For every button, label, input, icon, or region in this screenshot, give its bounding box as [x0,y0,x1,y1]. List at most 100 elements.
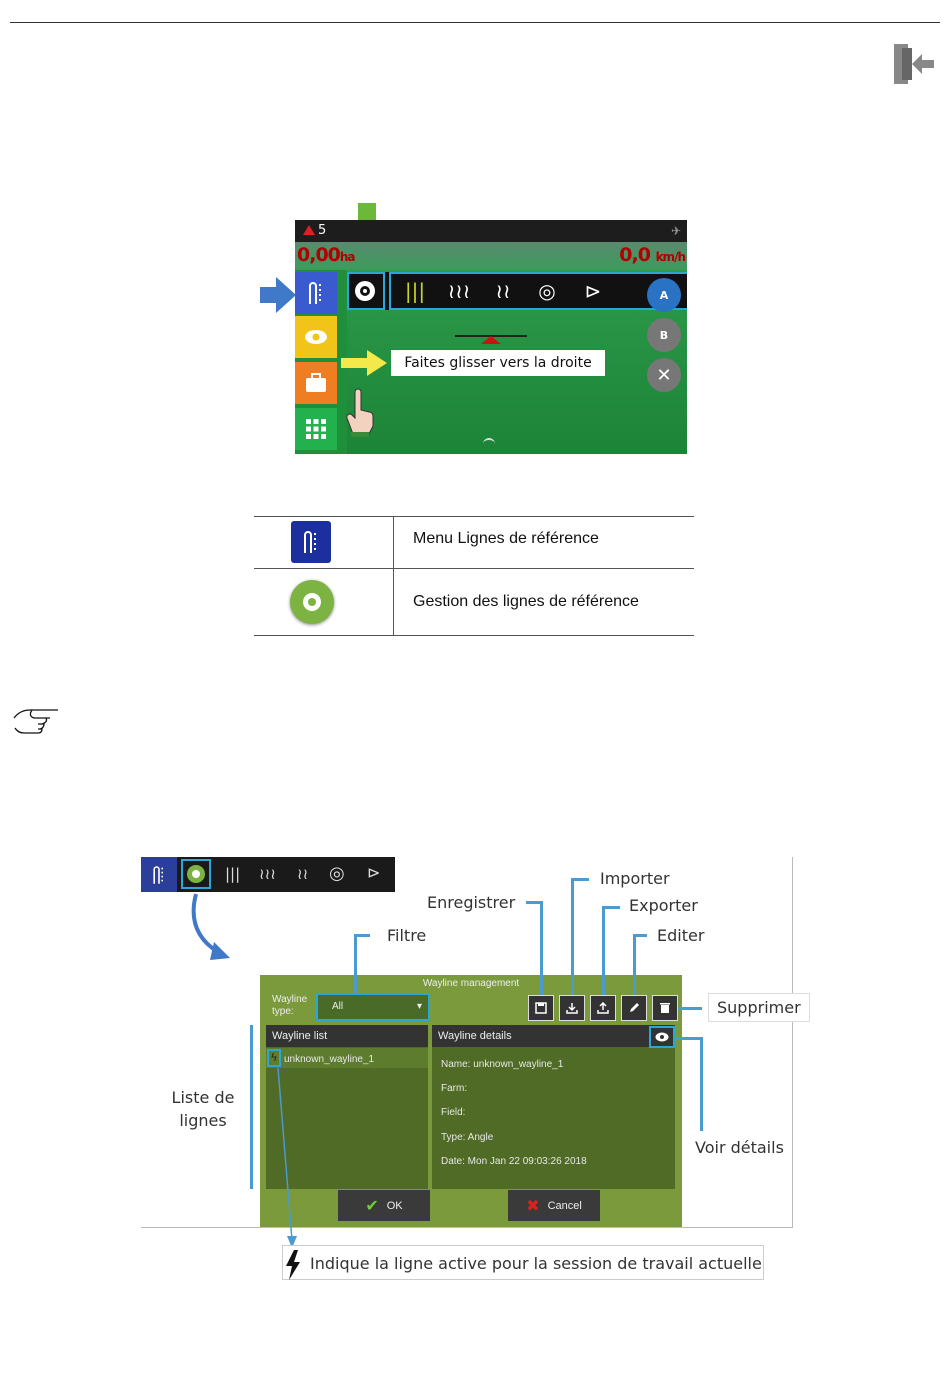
wayline-management-dialog: Wayline management Wayline type: All▾ Wa… [260,975,682,1227]
active-line-legend [282,1245,764,1280]
wayline-list-header: Wayline list [266,1025,428,1047]
guidance-screen: 5 ✈ 0,00ha 0,0 km/h ||| ≀≀≀ ≀≀ ◎ ⊳ A B ✕… [295,220,687,454]
grid-icon [306,419,326,439]
filter-label: Wayline type: [272,994,308,1017]
active-line-icon: ϟ [267,1049,281,1067]
export-icon [597,1002,609,1014]
table-top-rule [254,516,694,517]
vehicle-marker [455,335,527,344]
angle-line-icon[interactable]: ⊳ [584,279,602,303]
curved-lines-icon[interactable]: ≀≀≀ [447,279,471,303]
dialog-title: Wayline management [422,978,520,989]
angle-line-icon[interactable]: ⊳ [367,863,381,882]
circle-pivot-icon[interactable]: ◎ [538,279,556,303]
gear-icon [355,281,375,301]
swipe-hand-icon [346,388,374,437]
delete-button[interactable] [652,995,678,1021]
yellow-right-arrow [341,350,387,376]
filtre-leader-cap [354,934,370,937]
importer-leader-cap [571,878,589,881]
line-types-highlight-box [389,272,687,310]
adaptive-curve-icon[interactable]: ≀≀ [495,279,511,303]
set-point-a-button[interactable]: A [647,278,681,312]
pencil-icon [630,1003,639,1012]
speed-readout: 0,0 km/h [619,244,686,266]
reference-line-toolbar-small: ||| ≀≀≀ ≀≀ ◎ ⊳ [141,857,395,892]
save-icon [535,1002,547,1014]
wayline-management-button[interactable] [347,272,383,310]
callout-editer: Editer [657,926,705,945]
sky-strip [295,242,687,270]
straight-lines-icon[interactable]: ||| [225,865,241,883]
active-line-pointer [277,1068,297,1248]
detail-date: Date: Mon Jan 22 09:03:26 2018 [441,1156,587,1167]
export-button[interactable] [590,995,616,1021]
lightning-bolt-icon [286,1250,300,1280]
close-icon[interactable]: ✕ [647,358,681,392]
exporter-leader [602,906,605,995]
curved-arrow [191,893,230,960]
blue-right-arrow [260,277,296,313]
circle-pivot-icon[interactable]: ◎ [329,863,345,884]
pointing-hand-icon [13,709,58,734]
reference-line-toolbar: ||| ≀≀≀ ≀≀ ◎ ⊳ [347,272,687,310]
view-details-button[interactable] [649,1026,675,1048]
callout-exporter: Exporter [629,896,698,915]
reference-lines-menu-icon [291,521,331,563]
editer-leader-cap [633,934,647,937]
list-item[interactable] [266,1048,428,1068]
area-readout: 0,00ha [297,244,356,266]
callout-filtre: Filtre [387,926,427,945]
gear-icon [290,580,334,624]
ok-button[interactable]: ✔OK [338,1190,430,1221]
active-line-text: Indique la ligne active pour la session … [310,1254,762,1273]
detail-field: Field: [441,1107,466,1118]
adaptive-curve-icon[interactable]: ≀≀ [297,865,309,883]
view-menu-button[interactable] [295,316,337,358]
slide-hint: Faites glisser vers la droite [391,350,605,376]
editer-leader [633,934,636,995]
exit-icon[interactable] [892,40,936,88]
enregistrer-leader [540,901,543,995]
callout-supprimer: Supprimer [708,993,810,1022]
set-point-b-button[interactable]: B [647,318,681,352]
table-col-rule [393,517,394,635]
wayline-type-select[interactable]: All▾ [316,993,430,1021]
reference-lines-menu-icon[interactable] [141,857,177,892]
import-button[interactable] [559,995,585,1021]
enregistrer-leader-cap [526,901,543,904]
edit-button[interactable] [621,995,647,1021]
straight-lines-icon[interactable]: ||| [404,279,426,303]
wayline-details-header: Wayline details [432,1025,675,1047]
chevron-down-icon: ▾ [416,1001,422,1012]
detail-type: Type: Angle [441,1132,494,1143]
diagram-right-rule [792,857,793,1227]
check-icon: ✔ [365,1197,379,1215]
detail-farm: Farm: [441,1083,468,1094]
filtre-leader [354,934,357,994]
save-button[interactable] [528,995,554,1021]
apps-menu-button[interactable] [295,408,337,450]
callout-voir: Voir détails [695,1138,784,1157]
eye-icon [305,330,327,344]
trash-icon [660,1003,670,1013]
tools-menu-button[interactable] [295,362,337,404]
callout-liste: Liste de lignes [171,1088,235,1130]
drawer-handle[interactable] [483,438,495,444]
exporter-leader-cap [602,906,620,909]
table-bottom-rule [254,635,694,636]
callout-importer: Importer [600,869,670,888]
warning-badge[interactable]: 5 [303,223,326,238]
cancel-button[interactable]: ✖Cancel [508,1190,600,1221]
curved-lines-icon[interactable]: ≀≀≀ [259,865,276,883]
wayline-management-button[interactable] [181,859,211,889]
page-top-rule [10,22,940,23]
toolbox-icon [306,373,326,392]
voir-leader-cap [676,1037,703,1040]
importer-leader [571,878,574,995]
satellite-icon: ✈ [670,224,681,238]
list-item-label: unknown_wayline_1 [284,1054,375,1065]
table-mid-rule [254,568,694,569]
status-bar [295,220,687,242]
reference-lines-menu-button[interactable] [295,272,337,314]
